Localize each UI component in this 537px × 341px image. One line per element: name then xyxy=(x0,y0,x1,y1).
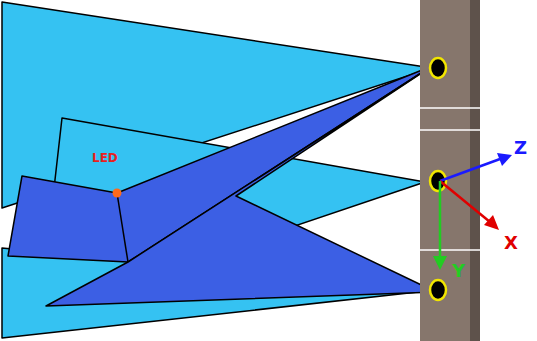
led-label: LED xyxy=(92,152,118,164)
pillar-front xyxy=(420,0,470,341)
z-arrowhead xyxy=(497,153,512,166)
y-axis xyxy=(439,181,442,258)
sensor xyxy=(430,58,446,78)
x-arrowhead xyxy=(484,215,499,230)
axis-label: X xyxy=(504,234,518,252)
y-arrowhead xyxy=(433,256,447,270)
pillar-seam xyxy=(420,107,480,109)
plane-edge xyxy=(117,193,128,262)
z-axis xyxy=(440,159,500,181)
led-dot xyxy=(113,189,122,198)
sensor xyxy=(430,280,446,300)
axis-label: Z xyxy=(514,139,527,157)
led-plane xyxy=(46,66,436,306)
axis-label: Y xyxy=(452,262,465,280)
x-axis xyxy=(440,181,490,222)
pillar-seam xyxy=(420,129,480,131)
pillar-seam xyxy=(420,249,480,251)
